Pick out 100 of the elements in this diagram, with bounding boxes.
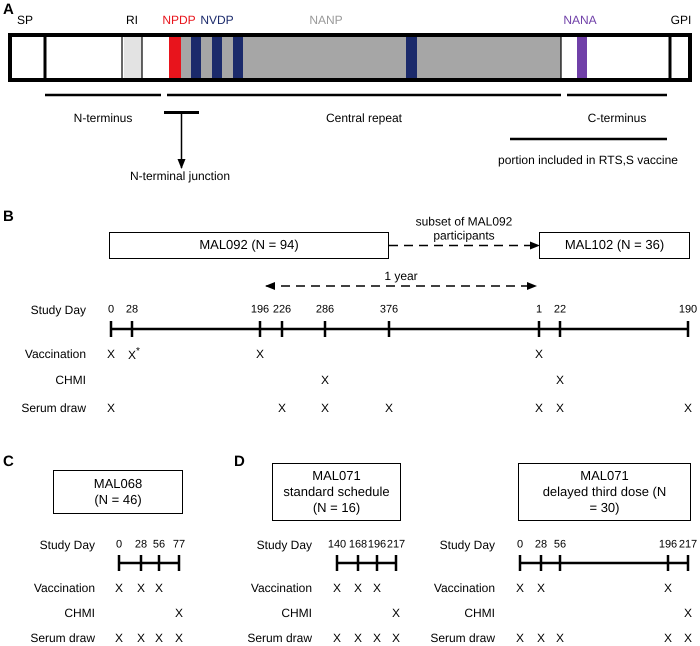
x-mark: X xyxy=(556,400,564,416)
row-label: Study Day xyxy=(30,302,86,318)
x-mark: X xyxy=(684,400,692,416)
x-mark: X xyxy=(137,580,146,596)
tick-label: 28 xyxy=(134,538,148,552)
panel-letter: B xyxy=(3,208,14,226)
tick-label: 286 xyxy=(316,303,334,317)
x-mark: X xyxy=(556,630,564,646)
row-label: Serum draw xyxy=(21,400,86,416)
region-label: NANP xyxy=(309,12,343,28)
x-mark: X xyxy=(354,580,362,596)
row-label: CHMI xyxy=(55,372,86,388)
tick-label: 196 xyxy=(658,538,678,552)
x-mark: X xyxy=(535,400,544,416)
callout-text: N-terminal junction xyxy=(130,168,230,184)
study-box xyxy=(539,232,690,259)
row-label: Vaccination xyxy=(24,346,86,362)
panel-letter: D xyxy=(234,453,245,471)
x-mark: X xyxy=(175,606,184,620)
row-label: Serum draw xyxy=(430,630,495,646)
tick-label: 56 xyxy=(152,538,166,552)
tick-label: 140 xyxy=(328,538,346,552)
tick-label: 376 xyxy=(380,303,398,317)
region-label: NVDP xyxy=(200,12,234,28)
tick-label: 0 xyxy=(116,538,122,552)
x-mark: X xyxy=(107,346,116,362)
tick-label: 0 xyxy=(516,538,524,552)
x-mark: X xyxy=(516,580,524,596)
region-label: C-terminus xyxy=(588,110,646,126)
x-mark: X xyxy=(155,580,164,596)
row-label: Vaccination xyxy=(250,580,312,596)
x-mark: X xyxy=(373,630,382,646)
box-text: MAL102 (N = 36) xyxy=(564,237,664,254)
x-mark: X xyxy=(392,606,400,620)
box-text: (N = 46) xyxy=(94,492,142,508)
box-text: MAL071 xyxy=(312,468,361,484)
region-label: RI xyxy=(126,12,138,28)
tick-label: 28 xyxy=(126,303,138,317)
tick-label: 217 xyxy=(678,538,698,552)
row-label: Study Day xyxy=(440,538,495,552)
row-label: Vaccination xyxy=(34,580,95,596)
box-text: delayed third dose (N = 30) xyxy=(542,484,667,516)
region-label: SP xyxy=(17,12,33,28)
junction-bar xyxy=(164,111,199,114)
box-text: MAL092 (N = 94) xyxy=(199,237,299,254)
tick-label: 28 xyxy=(534,538,548,552)
study-box xyxy=(109,232,389,259)
x-mark: X$^{*}$ xyxy=(128,346,140,362)
tick-label: 56 xyxy=(554,538,566,552)
x-mark: X xyxy=(175,630,184,646)
x-mark: X xyxy=(516,630,524,646)
row-label: CHMI xyxy=(64,606,95,620)
region-label: NPDP xyxy=(162,12,196,28)
row-label: Serum draw xyxy=(247,630,312,646)
x-mark: X xyxy=(333,630,342,646)
tick-label: 196 xyxy=(250,303,270,317)
box-text: MAL068 xyxy=(94,476,142,492)
x-mark: X xyxy=(664,580,672,596)
x-mark: X xyxy=(321,372,330,388)
x-mark: X xyxy=(684,606,692,620)
row-label: CHMI xyxy=(464,606,495,620)
x-mark: X xyxy=(115,580,124,596)
tick-label: 190 xyxy=(678,303,698,317)
region-label: GPI xyxy=(670,12,692,28)
box-text: MAL071 xyxy=(580,468,629,484)
arrow xyxy=(389,242,540,250)
x-mark: X xyxy=(537,630,546,646)
x-mark: X xyxy=(107,400,116,416)
row-label: Serum draw xyxy=(30,630,95,646)
study-box xyxy=(272,463,401,521)
x-mark: X xyxy=(556,372,564,388)
row-label: Vaccination xyxy=(434,580,495,596)
region-label: Central repeat xyxy=(326,110,402,126)
tick-label: 77 xyxy=(172,538,186,552)
panel-letter: A xyxy=(3,1,14,19)
tick-label: 1 xyxy=(536,303,542,317)
tick-label: 196 xyxy=(368,538,386,552)
arrow xyxy=(178,114,186,169)
tick-label: 226 xyxy=(272,303,292,317)
study-box xyxy=(518,463,691,521)
x-mark: X xyxy=(664,630,672,646)
tick-label: 217 xyxy=(386,538,406,552)
x-mark: X xyxy=(115,630,124,646)
row-label: CHMI xyxy=(281,606,312,620)
dimension-label: 1 year xyxy=(384,268,418,284)
box-text: standard schedule (N = 16) xyxy=(282,484,391,516)
tick-label: 0 xyxy=(108,303,114,317)
x-mark: X xyxy=(385,400,394,416)
x-mark: X xyxy=(256,346,264,362)
region-label: NANA xyxy=(563,12,597,28)
tick-label: 168 xyxy=(348,538,368,552)
note-text: portion included in RTS,S vaccine xyxy=(498,152,678,168)
x-mark: X xyxy=(684,630,692,646)
row-label: Study Day xyxy=(256,538,312,552)
x-mark: X xyxy=(333,580,342,596)
panel-letter: C xyxy=(3,453,14,471)
x-mark: X xyxy=(373,580,382,596)
x-mark: X xyxy=(354,630,362,646)
x-mark: X xyxy=(278,400,286,416)
x-mark: X xyxy=(537,580,546,596)
